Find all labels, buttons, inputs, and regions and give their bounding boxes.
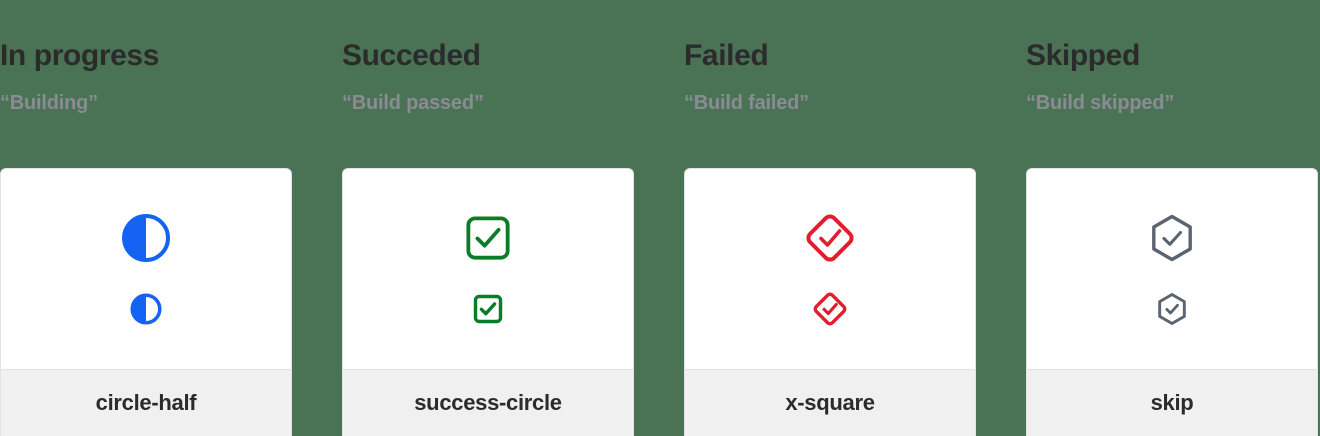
icon-card-success-circle[interactable]: success-circle xyxy=(342,168,634,436)
status-column-failed: Failed “Build failed” xyxy=(684,0,976,436)
column-title: In progress xyxy=(0,39,159,72)
status-column-in-progress: In progress “Building” xyxy=(0,0,292,436)
skip-icon xyxy=(1144,210,1200,266)
column-title: Failed xyxy=(684,39,769,72)
column-subtitle: “Building” xyxy=(0,92,98,114)
card-footer: circle-half xyxy=(1,369,291,436)
card-footer: x-square xyxy=(685,369,975,436)
card-footer: skip xyxy=(1027,369,1317,436)
icon-name-label: x-square xyxy=(785,390,875,415)
column-title: Skipped xyxy=(1026,39,1140,72)
x-square-icon-small xyxy=(810,289,850,329)
circle-half-icon xyxy=(118,210,174,266)
card-preview-area xyxy=(343,169,633,370)
icon-name-label: circle-half xyxy=(95,390,197,415)
column-subtitle: “Build skipped” xyxy=(1026,92,1175,114)
icon-card-x-square[interactable]: x-square xyxy=(684,168,976,436)
icon-name-label: skip xyxy=(1150,390,1194,415)
success-circle-icon-small xyxy=(468,289,508,329)
icon-name-label: success-circle xyxy=(414,390,562,415)
success-circle-icon xyxy=(460,210,516,266)
x-square-icon xyxy=(802,210,858,266)
column-subtitle: “Build failed” xyxy=(684,92,809,114)
card-preview-area xyxy=(685,169,975,370)
card-footer: success-circle xyxy=(343,369,633,436)
card-preview-area xyxy=(1,169,291,370)
card-preview-area xyxy=(1027,169,1317,370)
status-column-succeded: Succeded “Build passed” xyxy=(342,0,634,436)
status-column-skipped: Skipped “Build skipped” xyxy=(1026,0,1318,436)
skip-icon-small xyxy=(1152,289,1192,329)
icon-card-circle-half[interactable]: circle-half xyxy=(0,168,292,436)
column-subtitle: “Build passed” xyxy=(342,92,484,114)
column-title: Succeded xyxy=(342,39,481,72)
icon-card-skip[interactable]: skip xyxy=(1026,168,1318,436)
circle-half-icon-small xyxy=(126,289,166,329)
